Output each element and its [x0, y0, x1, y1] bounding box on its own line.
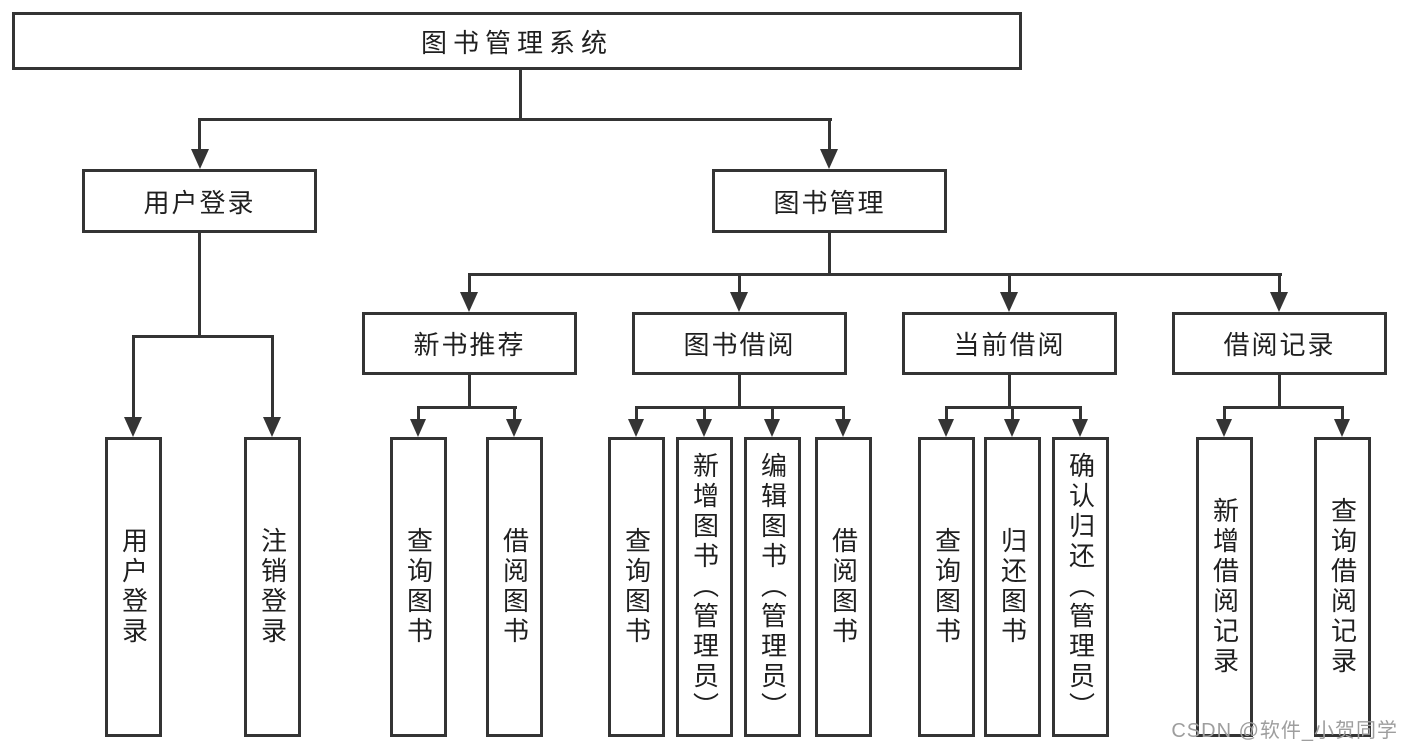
leaf-label: 注销登录	[257, 527, 288, 647]
connector-v	[468, 273, 471, 295]
connector-v	[271, 335, 274, 419]
node-root: 图书管理系统	[12, 12, 1022, 70]
node-new-book-recommend: 新书推荐	[362, 312, 577, 375]
connector-v	[945, 406, 948, 420]
leaf-label: 新增借阅记录	[1209, 497, 1240, 677]
leaf-edit-books-admin: 编辑图书（管理员）	[744, 437, 801, 737]
connector-h	[198, 118, 832, 121]
node-current-borrow: 当前借阅	[902, 312, 1117, 375]
connector-v	[738, 273, 741, 295]
node-book-borrow: 图书借阅	[632, 312, 847, 375]
connector-v	[738, 375, 741, 408]
connector-v	[1079, 406, 1082, 420]
connector-v	[513, 406, 516, 420]
csdn-watermark: CSDN @软件_小贺同学	[1171, 720, 1398, 742]
leaf-query-books-1: 查询图书	[390, 437, 447, 737]
connector-v	[198, 233, 201, 337]
arrowhead	[410, 419, 426, 437]
connector-h	[635, 406, 845, 409]
connector-v	[842, 406, 845, 420]
arrowhead	[191, 149, 209, 169]
arrowhead	[730, 292, 748, 312]
arrowhead	[1072, 419, 1088, 437]
connector-v	[828, 118, 831, 150]
arrowhead	[506, 419, 522, 437]
leaf-borrow-books-2: 借阅图书	[815, 437, 872, 737]
connector-h	[468, 273, 1282, 276]
connector-v	[635, 406, 638, 420]
connector-h	[1223, 406, 1344, 409]
connector-v	[1011, 406, 1014, 420]
connector-h	[417, 406, 517, 409]
leaf-confirm-return-admin: 确认归还（管理员）	[1052, 437, 1109, 737]
connector-v	[1341, 406, 1344, 420]
leaf-borrow-books-1: 借阅图书	[486, 437, 543, 737]
connector-v	[1278, 375, 1281, 408]
arrowhead	[938, 419, 954, 437]
arrowhead	[1004, 419, 1020, 437]
leaf-query-borrow-record: 查询借阅记录	[1314, 437, 1371, 737]
connector-v	[1008, 375, 1011, 408]
leaf-label: 确认归还（管理员）	[1065, 452, 1096, 722]
leaf-add-borrow-record: 新增借阅记录	[1196, 437, 1253, 737]
leaf-label: 新增图书（管理员）	[689, 452, 720, 722]
arrowhead	[696, 419, 712, 437]
leaf-logout: 注销登录	[244, 437, 301, 737]
leaf-query-books-3: 查询图书	[918, 437, 975, 737]
connector-v	[519, 70, 522, 118]
arrowhead	[1270, 292, 1288, 312]
arrowhead	[1334, 419, 1350, 437]
leaf-query-books-2: 查询图书	[608, 437, 665, 737]
connector-v	[198, 118, 201, 150]
arrowhead	[263, 417, 281, 437]
arrowhead	[764, 419, 780, 437]
connector-v	[468, 375, 471, 408]
leaf-label: 编辑图书（管理员）	[757, 452, 788, 722]
arrowhead	[835, 419, 851, 437]
leaf-label: 归还图书	[997, 527, 1028, 647]
leaf-label: 查询图书	[621, 527, 652, 647]
connector-v	[828, 233, 831, 275]
leaf-label: 用户登录	[118, 527, 149, 647]
node-user-login: 用户登录	[82, 169, 317, 233]
leaf-label: 查询借阅记录	[1327, 497, 1358, 677]
leaf-label: 借阅图书	[499, 527, 530, 647]
leaf-add-books-admin: 新增图书（管理员）	[676, 437, 733, 737]
node-borrow-records: 借阅记录	[1172, 312, 1387, 375]
arrowhead	[1000, 292, 1018, 312]
leaf-label: 借阅图书	[828, 527, 859, 647]
node-book-management: 图书管理	[712, 169, 947, 233]
arrowhead	[124, 417, 142, 437]
leaf-return-books: 归还图书	[984, 437, 1041, 737]
connector-v	[703, 406, 706, 420]
connector-v	[1008, 273, 1011, 295]
connector-h	[132, 335, 274, 338]
arrowhead	[628, 419, 644, 437]
arrowhead	[1216, 419, 1232, 437]
leaf-label: 查询图书	[403, 527, 434, 647]
arrowhead	[820, 149, 838, 169]
leaf-user-login: 用户登录	[105, 437, 162, 737]
arrowhead	[460, 292, 478, 312]
connector-v	[1223, 406, 1226, 420]
connector-v	[132, 335, 135, 419]
connector-v	[417, 406, 420, 420]
connector-v	[1278, 273, 1281, 295]
connector-v	[771, 406, 774, 420]
leaf-label: 查询图书	[931, 527, 962, 647]
